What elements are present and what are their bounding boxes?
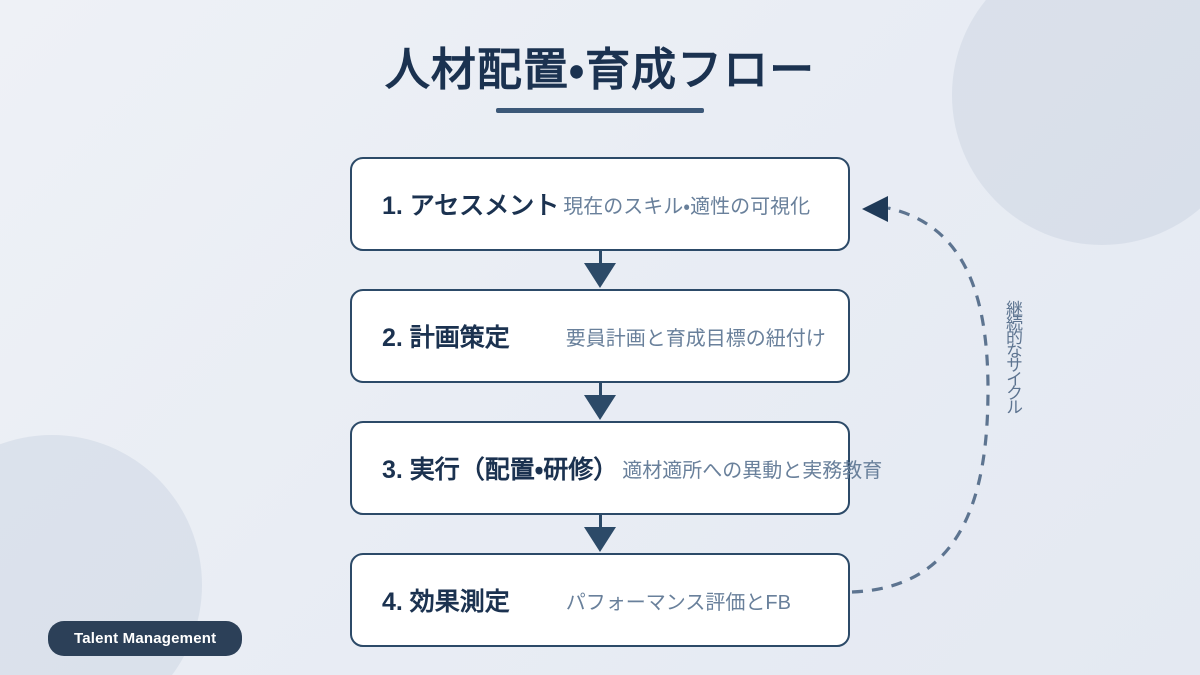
page-title: 人材配置・育成フロー: [384, 44, 816, 95]
title-block: 人材配置・育成フロー: [0, 44, 1200, 113]
feedback-loop-arrowhead: [862, 196, 888, 222]
flow-step-2-description: 要員計画と育成目標の紐付け: [565, 327, 826, 350]
flow-step-2-label: 2. 計画策定: [382, 324, 510, 352]
arrow-down-icon: [584, 263, 616, 288]
flow-step-4-description: パフォーマンス評価とFB: [565, 591, 791, 614]
flow-connector-2: [350, 383, 850, 421]
flow-step-3-description: 適材適所への異動と実務教育: [622, 459, 883, 482]
talent-management-badge: Talent Management: [48, 621, 243, 656]
flow-step-3[interactable]: 3. 実行（配置・研修） 適材適所への異動と実務教育: [350, 421, 882, 515]
arrow-down-icon: [584, 527, 616, 552]
flow-step-4-label: 4. 効果測定: [382, 588, 510, 616]
decorative-circle-top-right: [952, 0, 1200, 245]
flow-step-1-description: 現在のスキル・適性の可視化: [563, 195, 811, 218]
flow-step-1[interactable]: 1. アセスメント 現在のスキル・適性の可視化: [350, 157, 850, 251]
flow-step-4[interactable]: 4. 効果測定 パフォーマンス評価とFB: [350, 553, 850, 647]
flow-connector-3: [350, 515, 850, 553]
connector-stem: [599, 515, 602, 529]
flow-column: 1. アセスメント 現在のスキル・適性の可視化 2. 計画策定 要員計画と育成目…: [350, 157, 882, 647]
flow-step-1-label: 1. アセスメント: [382, 192, 560, 220]
feedback-loop-dashed-path: [851, 206, 990, 594]
title-underline: [496, 107, 704, 113]
flow-connector-1: [350, 251, 850, 289]
flow-step-3-label: 3. 実行（配置・研修）: [382, 456, 619, 484]
connector-stem: [599, 251, 602, 265]
feedback-loop-label: 継続的なサイクル: [1003, 300, 1022, 412]
flow-step-2[interactable]: 2. 計画策定 要員計画と育成目標の紐付け: [350, 289, 850, 383]
arrow-down-icon: [584, 395, 616, 420]
connector-stem: [599, 383, 602, 397]
